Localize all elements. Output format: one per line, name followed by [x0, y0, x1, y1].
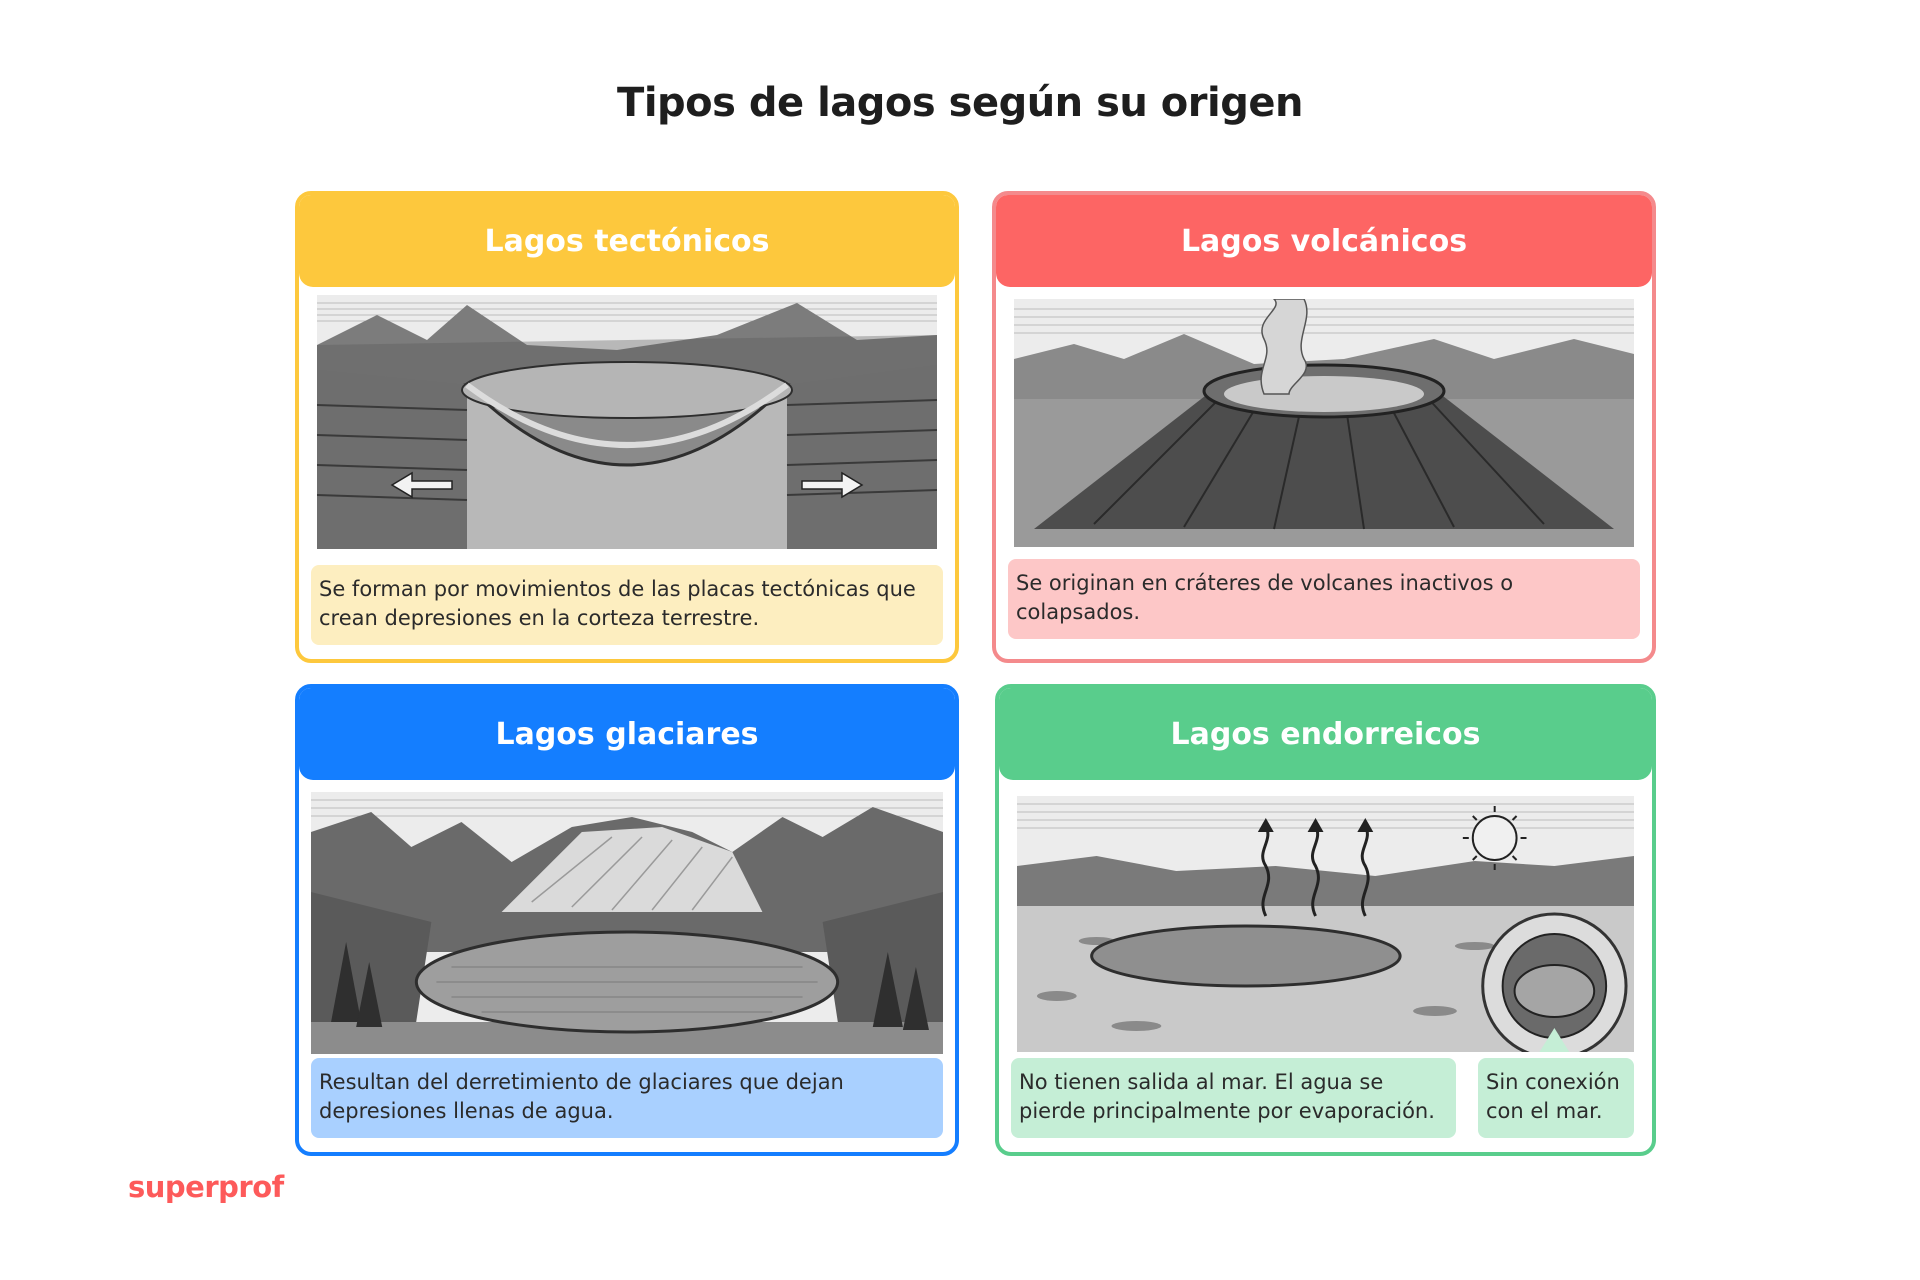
card-volcanic-lakes: Lagos volcánicos Se originan en cráteres… — [992, 191, 1656, 663]
card-description: Se forman por movimientos de las placas … — [311, 565, 943, 645]
card-endorheic-lakes: Lagos endorreicos — [995, 684, 1656, 1156]
brand-logo: superprof — [128, 1170, 284, 1204]
volcanic-lake-illustration — [1014, 299, 1634, 547]
glacial-lake-illustration — [311, 792, 943, 1054]
card-heading: Lagos endorreicos — [999, 688, 1652, 780]
card-description: Resultan del derretimiento de glaciares … — [311, 1058, 943, 1138]
card-tectonic-lakes: Lagos tectónicos — [295, 191, 959, 663]
card-heading: Lagos glaciares — [299, 688, 955, 780]
card-glacial-lakes: Lagos glaciares — [295, 684, 959, 1156]
page-title: Tipos de lagos según su origen — [617, 80, 1303, 126]
endorheic-lake-illustration — [1017, 796, 1634, 1052]
tectonic-lake-illustration — [317, 295, 937, 549]
card-heading: Lagos volcánicos — [996, 195, 1652, 287]
card-description: Se originan en cráteres de volcanes inac… — [1008, 559, 1640, 639]
card-heading: Lagos tectónicos — [299, 195, 955, 287]
callout-no-sea-connection: Sin conexión con el mar. — [1478, 1058, 1634, 1138]
card-description: No tienen salida al mar. El agua se pier… — [1011, 1058, 1456, 1138]
